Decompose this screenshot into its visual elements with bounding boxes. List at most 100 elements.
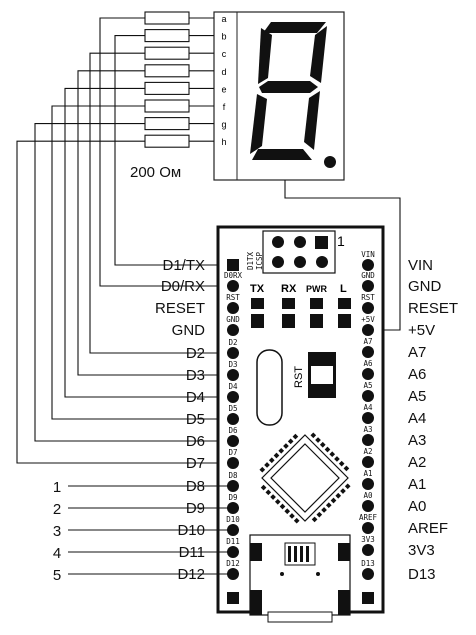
wire-segment-to-pin — [34, 123, 233, 442]
left-pin-silk: D11 — [226, 537, 240, 546]
right-label: VIN — [408, 257, 433, 274]
crystal — [256, 349, 283, 426]
right-pin-bottom — [362, 592, 374, 604]
chip-pin — [270, 494, 276, 500]
left-pin-silk: D4 — [228, 382, 238, 391]
chip-pin — [287, 438, 294, 445]
right-pin — [362, 368, 374, 380]
resistor-a — [144, 11, 190, 25]
right-pin — [362, 456, 374, 468]
left-label: GND — [172, 322, 206, 339]
resistor-g — [144, 117, 190, 131]
status-leds: TX RX PWR L — [250, 283, 351, 328]
segment-letter-e: e — [221, 84, 226, 94]
right-label: D13 — [408, 566, 436, 583]
right-pin — [362, 478, 374, 490]
left-pin — [227, 280, 239, 292]
segment-f — [258, 28, 272, 84]
resistor-e — [144, 81, 190, 95]
right-pin-silk: A2 — [363, 447, 372, 456]
chip-pin — [319, 441, 326, 448]
resistor-h — [144, 134, 190, 148]
chip-pin — [325, 502, 332, 509]
right-label: A0 — [408, 498, 426, 515]
right-pin-silk: VIN — [361, 250, 375, 259]
wire-segment-to-pin — [51, 105, 233, 420]
left-label: D7 — [186, 455, 205, 472]
left-pin-silk: D5 — [228, 404, 237, 413]
arduino-nano-board: ICSP D1TX 1 TX RX PWR L RST — [216, 225, 385, 623]
right-pin-silk: A7 — [363, 337, 372, 346]
tx-label: TX — [250, 283, 265, 295]
chip-pin — [278, 447, 285, 454]
chip-pin — [343, 465, 350, 472]
right-pin — [362, 259, 374, 271]
segment-letter-h: h — [221, 137, 226, 147]
input-number: 4 — [53, 545, 61, 562]
right-pin-silk: A0 — [363, 491, 373, 500]
rx-label: RX — [281, 283, 297, 295]
chip-pin — [289, 513, 295, 519]
segment-letter-c: c — [222, 49, 227, 59]
right-pin — [362, 280, 374, 292]
left-label: D1/TX — [162, 257, 205, 274]
chip-pin — [284, 508, 291, 515]
left-pin — [227, 457, 239, 469]
chip-pin — [344, 483, 351, 490]
segment-dp — [324, 156, 336, 168]
wire-segment-to-pin — [114, 35, 233, 266]
input-number: 5 — [53, 567, 61, 584]
segment-e — [250, 94, 267, 154]
digit-8-segments — [250, 22, 336, 168]
right-pin-silk: +5V — [361, 315, 375, 324]
d1tx-silk-label: D1TX — [246, 251, 255, 270]
left-pin — [227, 369, 239, 381]
right-pin-silk: A5 — [363, 381, 372, 390]
chip-pin — [310, 432, 317, 439]
right-pin — [362, 522, 374, 534]
wire-segment-to-pin — [64, 87, 233, 398]
wire-segment-to-pin — [16, 140, 233, 464]
left-pin-silk: GND — [226, 315, 240, 324]
right-label: GND — [408, 278, 442, 295]
chip-pin — [321, 507, 327, 513]
segment-wires — [16, 17, 233, 464]
reset-button-label: RST — [293, 366, 305, 388]
chip-pin — [292, 433, 299, 440]
resistor-b — [144, 29, 190, 43]
segment-letter-a: a — [221, 14, 226, 24]
chip-pin — [279, 503, 286, 510]
left-pin — [227, 302, 239, 314]
wire-segment-to-pin — [89, 52, 233, 354]
left-label: RESET — [155, 300, 205, 317]
right-pin-silk: A1 — [363, 469, 372, 478]
right-pin-silk: RST — [361, 293, 375, 302]
right-pin — [362, 500, 374, 512]
l-label: L — [340, 283, 347, 295]
left-pin-silk: D12 — [226, 559, 240, 568]
left-label: D6 — [186, 433, 205, 450]
right-pin-silk: A3 — [363, 425, 372, 434]
segment-letter-d: d — [221, 67, 226, 77]
left-pin-silk: D7 — [228, 448, 237, 457]
right-label: 3V3 — [408, 542, 435, 559]
left-pin — [227, 324, 239, 336]
left-pin-silk: D8 — [228, 471, 238, 480]
left-pin-bottom — [227, 592, 239, 604]
chip-pin — [316, 511, 323, 518]
left-pin-silk: D6 — [228, 426, 238, 435]
left-pin-silk: D3 — [228, 360, 237, 369]
right-label: AREF — [408, 520, 448, 537]
right-label: +5V — [408, 322, 435, 339]
chip-pin — [329, 451, 336, 458]
common-anode-wire — [284, 180, 401, 331]
right-label: A4 — [408, 410, 426, 427]
chip-pin — [273, 452, 280, 459]
right-pin — [362, 324, 374, 336]
left-pin-silk: D9 — [228, 493, 237, 502]
right-label: A7 — [408, 344, 426, 361]
